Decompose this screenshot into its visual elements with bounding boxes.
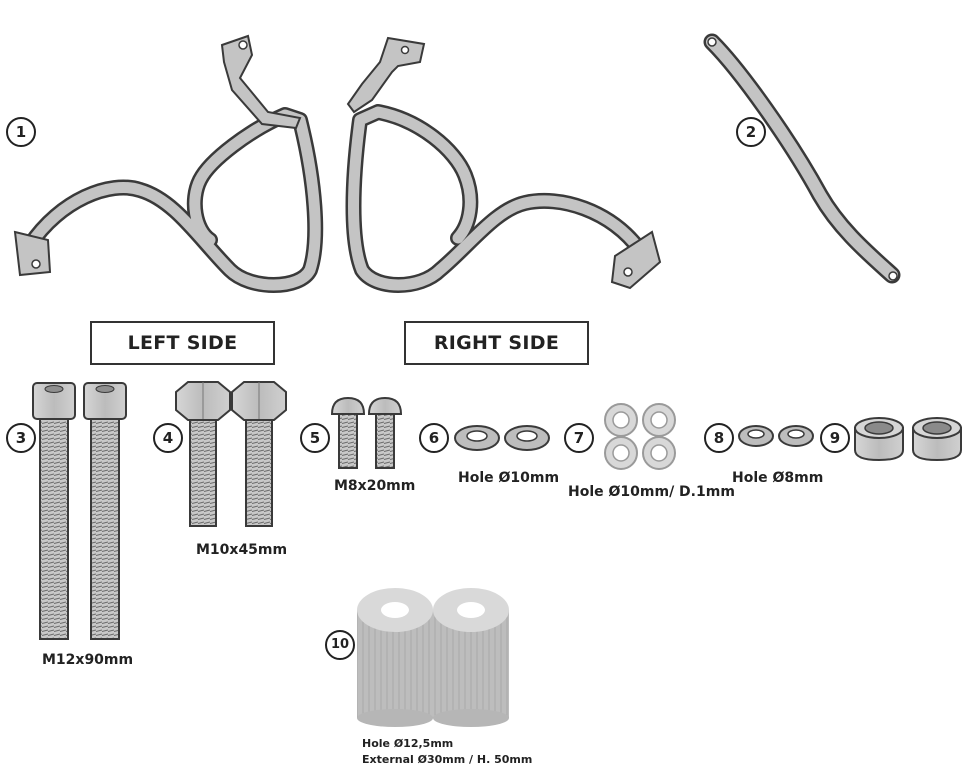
caption-washer-8: Hole Ø8mm (732, 470, 824, 486)
bushing-pair (854, 417, 962, 462)
part-number-5: 5 (300, 423, 330, 453)
connecting-rod (703, 33, 901, 284)
part-number-9: 9 (820, 423, 850, 453)
left-side-label: LEFT SIDE (90, 321, 275, 365)
part-number-4: 4 (153, 423, 183, 453)
bolt-m10-pair (175, 381, 287, 527)
right-crash-bar (345, 36, 662, 293)
part-number-3: 3 (6, 423, 36, 453)
left-crash-bar (13, 34, 324, 293)
flat-washer-set (604, 403, 676, 470)
caption-washer-flat: Hole Ø10mm/ D.1mm (568, 484, 735, 500)
part-number-6: 6 (419, 423, 449, 453)
part-number-8: 8 (704, 423, 734, 453)
caption-bolt-m12: M12x90mm (42, 652, 134, 668)
bolt-m12-pair (32, 382, 127, 640)
spacer-pair (357, 588, 509, 727)
spring-washer-10-pair (454, 425, 550, 451)
bolt-m8-pair (330, 396, 403, 469)
caption-bolt-m10: M10x45mm (196, 542, 288, 558)
spring-washer-8-pair (738, 425, 814, 447)
caption-bolt-m8: M8x20mm (334, 478, 416, 494)
right-side-label: RIGHT SIDE (404, 321, 589, 365)
part-number-7: 7 (564, 423, 594, 453)
part-number-1: 1 (6, 117, 36, 147)
caption-spacer-hole: Hole Ø12,5mm (362, 737, 454, 750)
caption-spacer-dims: External Ø30mm / H. 50mm (362, 753, 533, 766)
part-number-10: 10 (325, 630, 355, 660)
part-number-2: 2 (736, 117, 766, 147)
caption-washer-10: Hole Ø10mm (458, 470, 560, 486)
